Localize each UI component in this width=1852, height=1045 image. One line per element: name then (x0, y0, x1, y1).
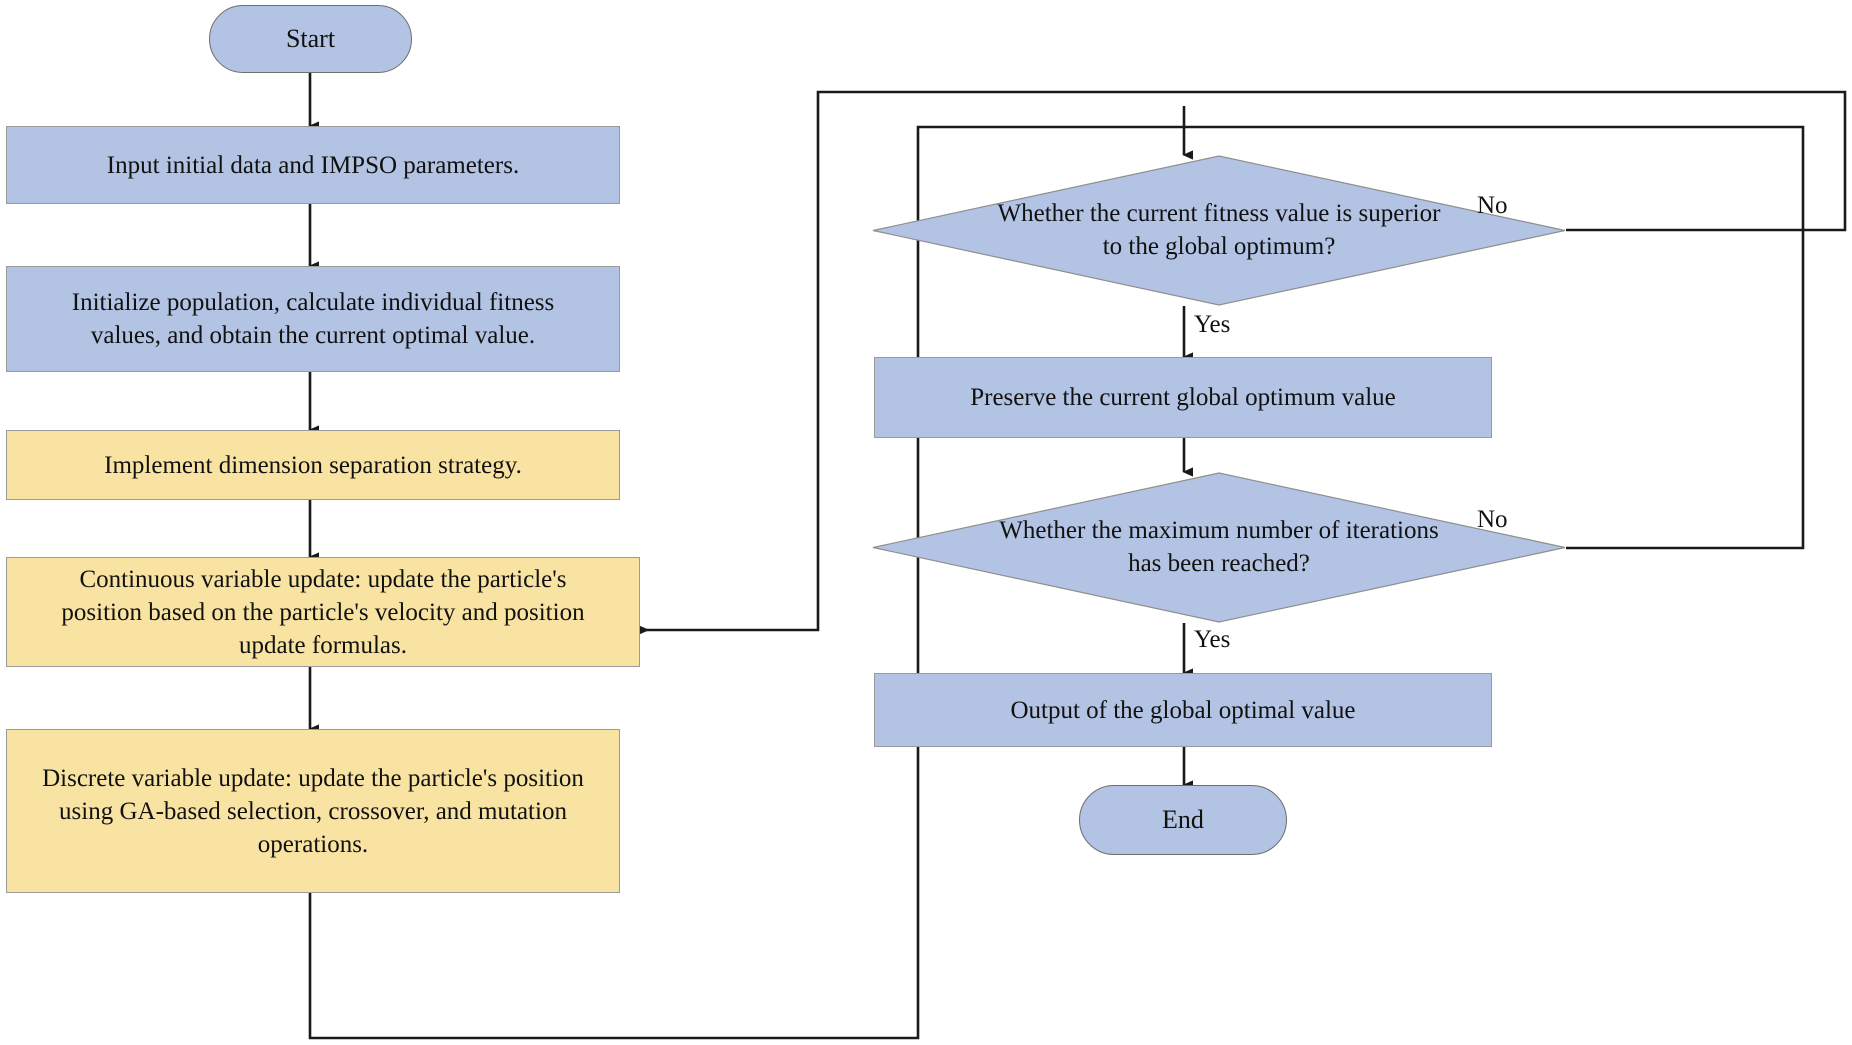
node-continuous-update[interactable]: Continuous variable update: update the p… (6, 557, 640, 667)
node-output-optimum-label: Output of the global optimal value (1010, 696, 1356, 724)
node-input-params-label: Input initial data and IMPSO parameters. (106, 151, 520, 179)
node-fitness-decision[interactable]: Whether the current fitness value is sup… (872, 155, 1566, 306)
edge-label-iteration-no: No (1477, 506, 1508, 533)
node-initialize[interactable]: Initialize population, calculate individ… (6, 266, 620, 372)
node-start-label: Start (285, 23, 336, 53)
node-continuous-update-label: Continuous variable update: update the p… (61, 565, 585, 659)
edge-label-iteration-yes: Yes (1194, 626, 1231, 653)
node-fitness-decision-label: Whether the current fitness value is sup… (997, 200, 1441, 260)
node-input-params[interactable]: Input initial data and IMPSO parameters. (6, 126, 620, 204)
node-initialize-label: Initialize population, calculate individ… (71, 289, 555, 349)
node-start[interactable]: Start (209, 5, 412, 73)
node-iteration-decision[interactable]: Whether the maximum number of iterations… (872, 472, 1566, 623)
node-preserve-optimum-label: Preserve the current global optimum valu… (970, 384, 1396, 411)
edge-label-fitness-yes: Yes (1194, 311, 1231, 338)
node-preserve-optimum[interactable]: Preserve the current global optimum valu… (874, 357, 1492, 438)
node-end[interactable]: End (1079, 785, 1287, 855)
node-end-label: End (1162, 804, 1204, 834)
node-discrete-update-label: Discrete variable update: update the par… (42, 764, 584, 858)
node-dimension-separation-label: Implement dimension separation strategy. (104, 451, 522, 479)
node-output-optimum[interactable]: Output of the global optimal value (874, 673, 1492, 747)
edge-label-fitness-no: No (1477, 192, 1508, 219)
node-iteration-decision-label: Whether the maximum number of iterations… (999, 517, 1439, 577)
node-discrete-update[interactable]: Discrete variable update: update the par… (6, 729, 620, 893)
node-dimension-separation[interactable]: Implement dimension separation strategy. (6, 430, 620, 500)
